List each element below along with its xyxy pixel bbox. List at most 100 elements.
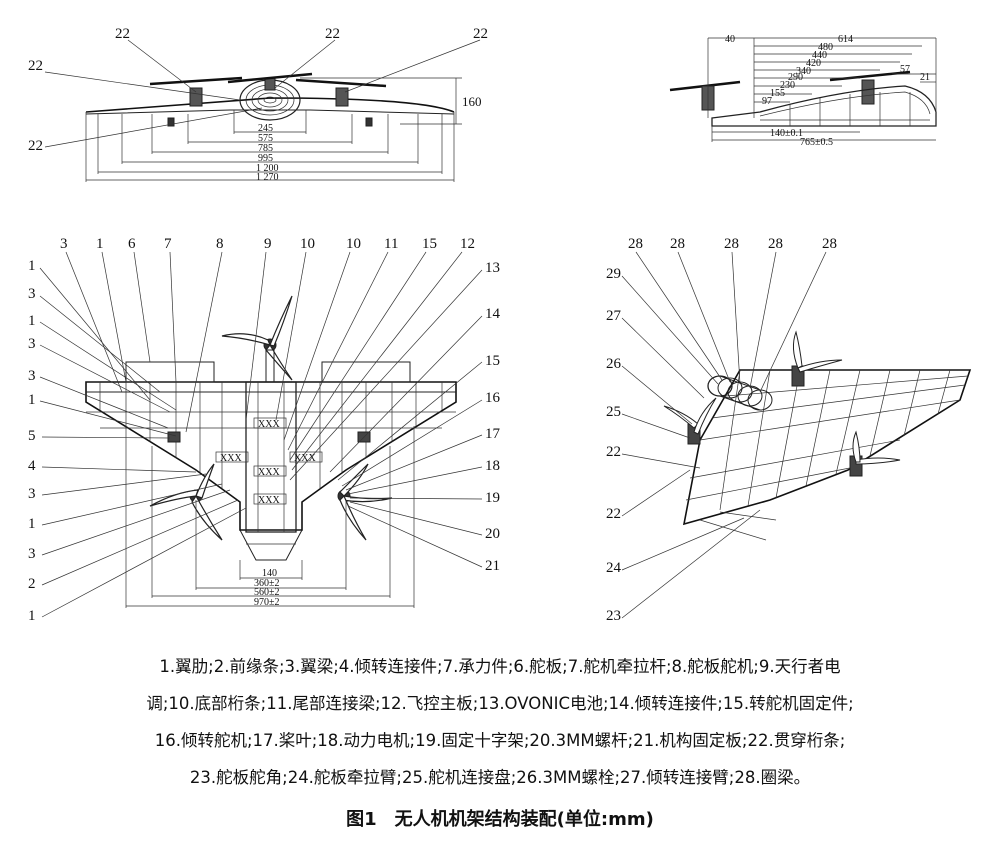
- callout-label: 22: [28, 58, 43, 74]
- callout-label: 13: [485, 260, 500, 276]
- callout-label: 28: [768, 236, 783, 252]
- dim-label: 290: [788, 72, 803, 83]
- top-top-callouts: 3 1 6 7 8 9 10 10 11 15 12: [60, 236, 475, 471]
- callout-label: 26: [606, 356, 622, 372]
- right-rudder-plate: [321, 361, 411, 383]
- callout-label: 14: [485, 306, 501, 322]
- callout-label: 28: [724, 236, 739, 252]
- top-ribs: [86, 382, 456, 488]
- legend-line: 16.倾转舵机;17.桨叶;18.动力电机;19.固定十字架;20.3MM螺杆;…: [154, 731, 846, 750]
- dim-label: 140±0.1: [770, 128, 803, 139]
- figure-caption: 图1 无人机机架结构装配(单位:mm): [346, 809, 654, 830]
- legend-line: 调;10.底部桁条;11.尾部连接梁;12.飞控主板;13.OVONIC电池;1…: [146, 694, 854, 713]
- callout-label: 28: [670, 236, 685, 252]
- dim-label: 785: [258, 143, 273, 154]
- callout-label: 1: [28, 516, 36, 532]
- legend-line: 1.翼肋;2.前缘条;3.翼梁;4.倾转连接件;7.承力件;6.舵板;7.舵机牵…: [159, 657, 841, 676]
- dim-label: 97: [762, 96, 772, 107]
- front-wing-outline: [85, 97, 455, 113]
- plate-mark: XXX: [220, 453, 242, 464]
- callout-label: 17: [485, 426, 501, 442]
- callout-label: 3: [28, 286, 36, 302]
- front-motor-center: [227, 72, 313, 91]
- dim-label: 970±2: [254, 597, 280, 608]
- dim-label: 155: [770, 88, 785, 99]
- front-view: 22 22 22 22 22: [28, 26, 488, 183]
- dim-label: 1 200: [256, 163, 279, 174]
- top-view: XXX XXX XXX XXX XXX: [28, 236, 501, 624]
- side-fuselage: [711, 85, 937, 127]
- callout-label: 22: [606, 444, 621, 460]
- iso-lattice: [685, 369, 969, 541]
- front-motor-left: [149, 76, 243, 107]
- iso-left-callouts: 29 27 26 25 22 22 24 23: [606, 266, 761, 624]
- callout-label: 15: [422, 236, 437, 252]
- dim-label: 575: [258, 133, 273, 144]
- dim-label: 340: [796, 66, 811, 77]
- callout-label: 1: [96, 236, 104, 252]
- callout-label: 28: [822, 236, 837, 252]
- dim-label: 440: [812, 50, 827, 61]
- dim-label: 21: [920, 72, 930, 83]
- callout-label: 10: [300, 236, 315, 252]
- top-left-callouts: 1 3 1 3 3 1 5 4 3 1 3 2 1: [28, 258, 247, 624]
- callout-label: 1: [28, 392, 36, 408]
- callout-label: 5: [28, 428, 36, 444]
- callout-label: 23: [606, 608, 621, 624]
- dim-label: 57: [900, 64, 910, 75]
- callout-label: 19: [485, 490, 500, 506]
- top-prop-center: [221, 295, 293, 383]
- callout-label: 22: [325, 26, 340, 42]
- callout-label: 24: [606, 560, 622, 576]
- callout-label: 11: [384, 236, 398, 252]
- legend-line: 23.舵板舵角;24.舵板牵拉臂;25.舵机连接盘;26.3MM螺栓;27.倾转…: [189, 768, 811, 787]
- top-tail: [239, 529, 303, 561]
- callout-label: 21: [485, 558, 500, 574]
- callout-label: 3: [28, 368, 36, 384]
- dim-label: 245: [258, 123, 273, 134]
- iso-prop-top: [791, 330, 843, 387]
- top-wing-outline: [85, 381, 457, 531]
- callout-label: 16: [485, 390, 501, 406]
- iso-prop-right: [849, 430, 901, 477]
- side-view: 40 614 480 440 420 340 290 230 155 97 57…: [669, 34, 937, 148]
- side-dims: 40 614 480 440 420 340 290 230 155 97 57…: [725, 34, 930, 148]
- callout-label: 27: [606, 308, 622, 324]
- iso-top-callouts: 28 28 28 28 28: [628, 236, 837, 393]
- top-dim-lines: [125, 426, 415, 608]
- drawing-canvas: 22 22 22 22 22: [28, 26, 972, 624]
- plate-mark: XXX: [258, 495, 280, 506]
- callout-label: 22: [473, 26, 488, 42]
- dim-label: 614: [838, 34, 853, 45]
- callout-label: 6: [128, 236, 136, 252]
- callout-label: 7: [164, 236, 172, 252]
- top-prop-left: [149, 463, 223, 541]
- iso-view: 28 28 28 28 28 29 27 26 25 22 22 24: [606, 236, 972, 624]
- callout-label: 1: [28, 608, 36, 624]
- callout-label: 8: [216, 236, 224, 252]
- top-prop-right: [337, 463, 393, 541]
- callout-label: 2: [28, 576, 36, 592]
- left-rudder-plate: [125, 361, 215, 383]
- callout-label: 15: [485, 353, 500, 369]
- top-fuselage: [245, 381, 297, 533]
- dim-label: 995: [258, 153, 273, 164]
- plate-mark: XXX: [258, 467, 280, 478]
- dim-label: 160: [462, 94, 482, 109]
- iso-wing-outline: [682, 369, 972, 526]
- callout-label: 28: [628, 236, 643, 252]
- plate-mark: XXX: [294, 453, 316, 464]
- callout-label: 3: [28, 336, 36, 352]
- dim-label: 360±2: [254, 578, 280, 589]
- callout-label: 1: [28, 313, 36, 329]
- plate-mark: XXX: [258, 419, 280, 430]
- callout-label: 20: [485, 526, 500, 542]
- side-dim-lines: [707, 37, 937, 142]
- callout-label: 9: [264, 236, 272, 252]
- callout-label: 22: [28, 138, 43, 154]
- callout-label: 22: [606, 506, 621, 522]
- dim-label: 480: [818, 42, 833, 53]
- dim-label: 140: [262, 568, 277, 579]
- dim-label: 40: [725, 34, 735, 45]
- callout-label: 3: [28, 546, 36, 562]
